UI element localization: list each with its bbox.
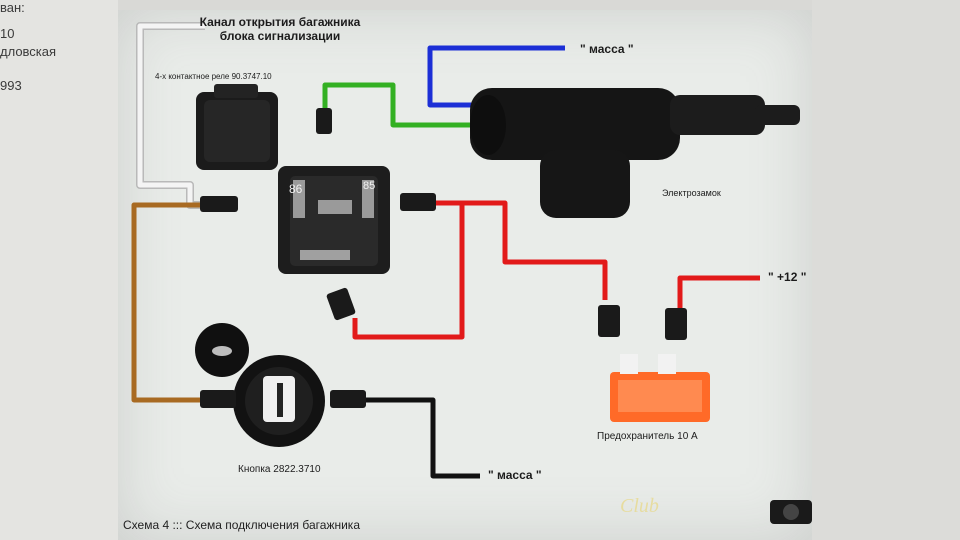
relay-label: 4-х контактное реле 90.3747.10 (155, 72, 272, 81)
black-wire (360, 397, 480, 479)
diagram-title: Канал открытия багажника блока сигнализа… (199, 15, 361, 43)
lock-label: Электрозамок (662, 188, 721, 198)
left-page-fragment: ван: 10 дловская 993 (0, 0, 118, 540)
red-wires (352, 200, 760, 340)
white-wire (136, 22, 205, 209)
relay-photo (196, 84, 278, 170)
left-text-line-1: ван: (0, 0, 25, 15)
button-label: Кнопка 2822.3710 (238, 464, 321, 475)
fuse-label: Предохранитель 10 А (597, 431, 698, 442)
wire-connectors (200, 108, 687, 408)
relay-pin-85-label: 85 (363, 180, 375, 192)
lock-actuator (470, 88, 800, 218)
camera-icon (770, 500, 812, 524)
green-wire (322, 82, 470, 128)
left-text-line-4: 993 (0, 78, 22, 93)
diagram-caption: Схема 4 ::: Схема подключения багажника (123, 518, 360, 532)
brown-wire (131, 202, 205, 403)
watermark: Club (620, 495, 659, 517)
fuse (610, 354, 710, 422)
button-small (195, 323, 249, 377)
left-text-line-2: 10 (0, 26, 15, 41)
left-text-line-3: дловская (0, 44, 57, 59)
plus12-label: " +12 " (768, 270, 807, 284)
button-large (233, 355, 325, 447)
relay-pins (278, 166, 390, 274)
ground-label-top: " масса " (580, 42, 634, 56)
blue-wire (427, 45, 565, 108)
ground-label-bottom: " масса " (488, 468, 542, 482)
right-margin (812, 0, 960, 540)
relay-pin-86-label: 86 (289, 182, 303, 196)
